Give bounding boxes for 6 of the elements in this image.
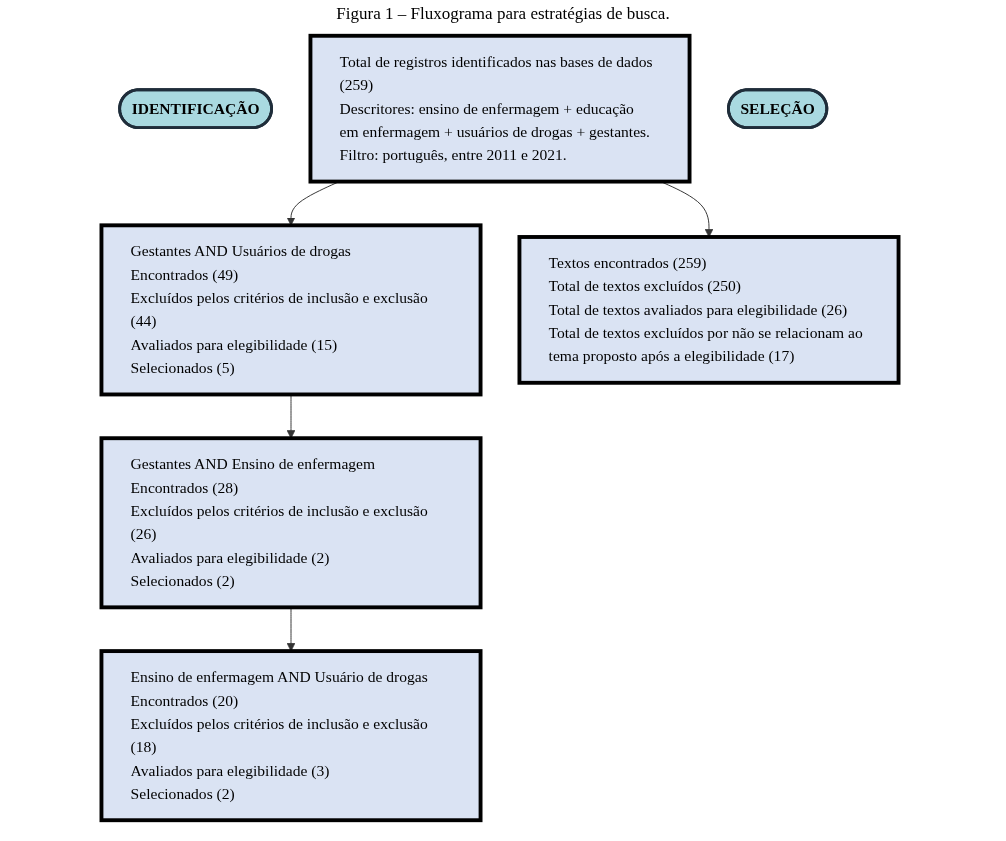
node-box: Total de registros identificados nas bases de dados (259) Descritores: ensino de enfermagem + educação em enfermagem + usuários de drogas + gestantes. Filtro: português, entre 2011 e 2021. [308, 33, 692, 184]
node-box: Textos encontrados (259) Total de textos excluídos (250) Total de textos avaliados para elegibilidade (26) Total de textos excluídos por não se relacionam ao tema proposto após a elegibilidade (17) [517, 235, 901, 385]
figure-title: Figura 1 – Fluxograma para estratégias de busca. [335, 4, 671, 24]
node-box: Ensino de enfermagem AND Usuário de drogas Encontrados (20) Excluídos pelos critérios de inclusão e exclusão (18) Avaliados para elegibilidade (3) Selecionados (2) [99, 649, 483, 823]
node-box: Gestantes AND Ensino de enfermagem Encontrados (28) Excluídos pelos critérios de inclusão e exclusão (26) Avaliados para elegibilidade (2) Selecionados (2) [99, 436, 483, 610]
node-box: Gestantes AND Usuários de drogas Encontrados (49) Excluídos pelos critérios de inclusão e exclusão (44) Avaliados para elegibilidade (15) Selecionados (5) [99, 223, 483, 397]
